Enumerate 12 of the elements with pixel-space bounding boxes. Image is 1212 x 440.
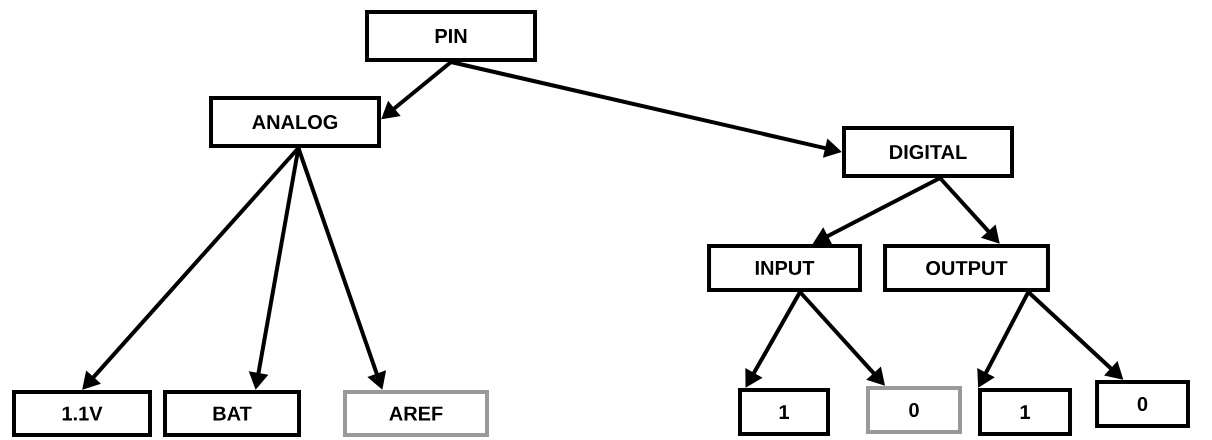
box: 0 [866,386,962,434]
box: AREF [343,390,489,437]
box: 1 [978,388,1072,436]
box: BAT [163,390,301,437]
box: 1 [738,388,830,436]
box: ANALOG [209,96,381,148]
box: 1.1V [12,390,152,437]
box: DIGITAL [842,126,1014,178]
box: PIN [365,10,537,62]
box: 0 [1095,380,1190,428]
box: INPUT [707,244,862,292]
box: OUTPUT [883,244,1050,292]
